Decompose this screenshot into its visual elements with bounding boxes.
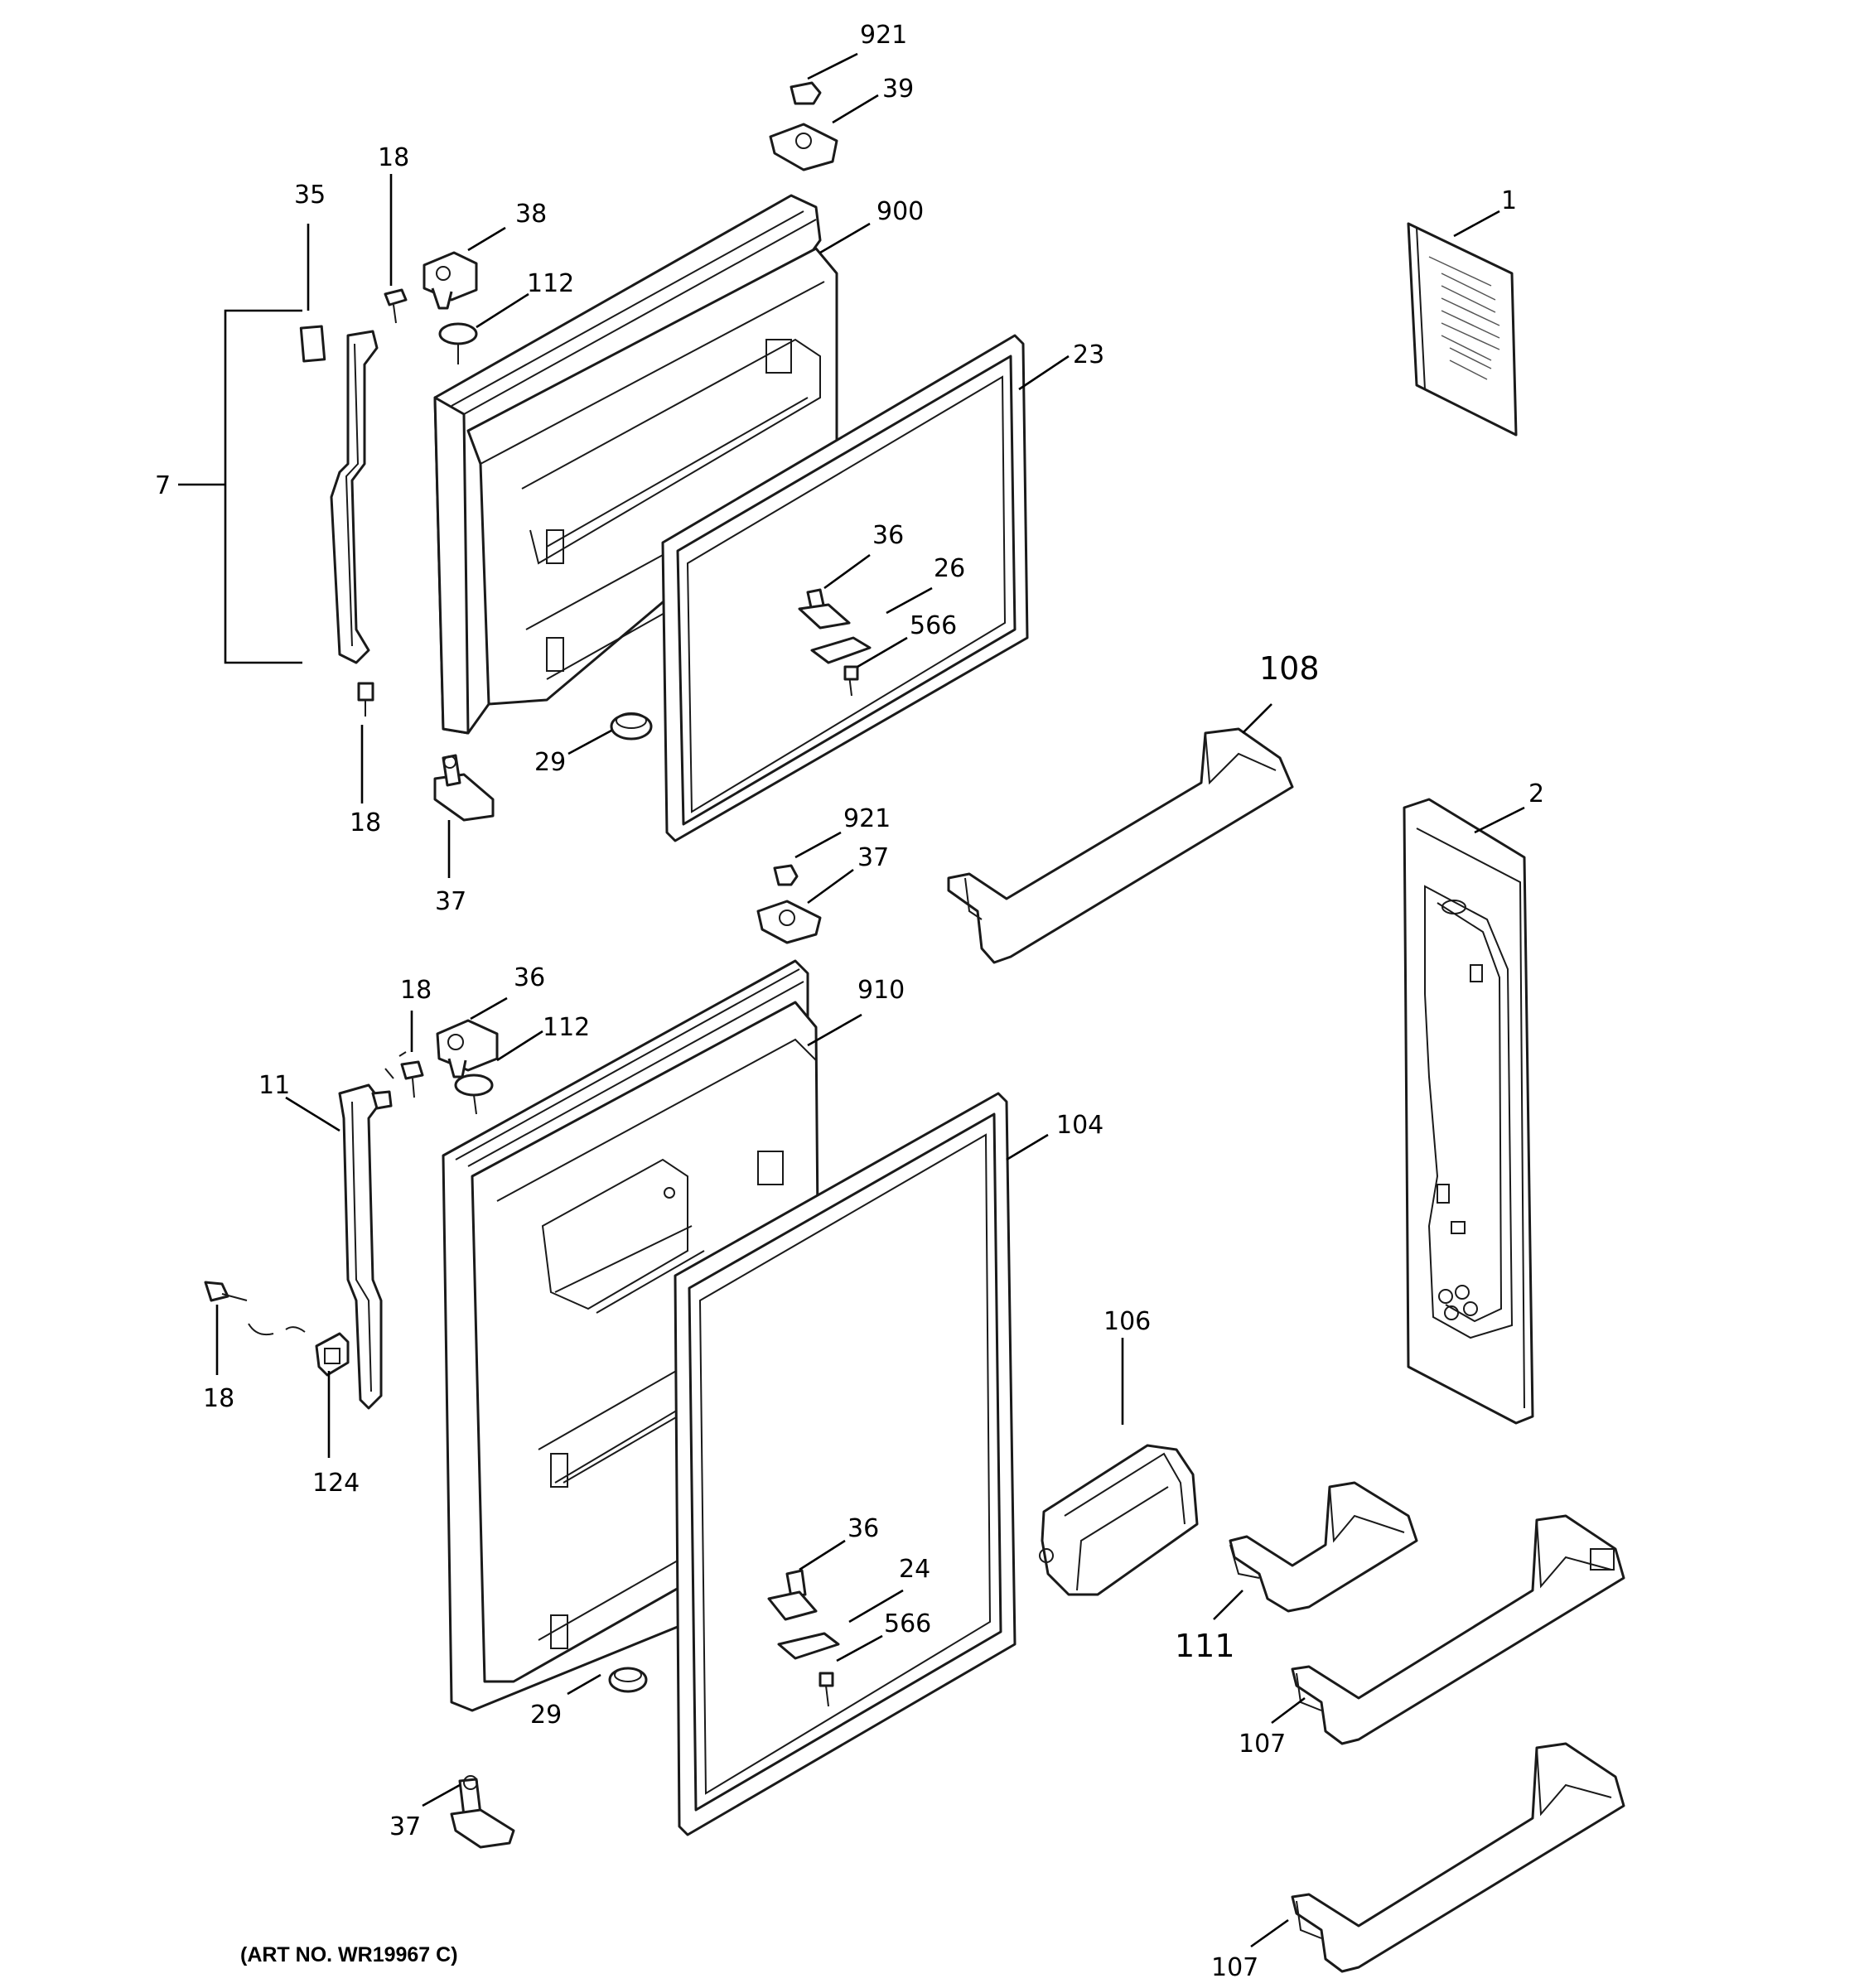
callout-566-b: 566 [884, 1609, 931, 1638]
hinge-39-top [769, 123, 838, 171]
plug-124 [315, 1332, 350, 1377]
freezer-door-gasket [661, 334, 1029, 842]
callout-36-b: 36 [514, 963, 545, 992]
screw-18-upper [384, 288, 408, 324]
door-liner-panel-2 [1403, 798, 1534, 1425]
callout-108: 108 [1259, 650, 1320, 687]
spacer-112-upper [438, 322, 478, 364]
door-bin-111 [1229, 1481, 1418, 1613]
callout-24: 24 [899, 1555, 930, 1584]
callout-38: 38 [515, 200, 547, 229]
hinge-pin-36-mid [436, 1019, 499, 1078]
hinge-pin-38 [423, 251, 478, 310]
cap-921-mid [773, 864, 799, 886]
callout-104: 104 [1056, 1111, 1103, 1140]
callout-37-a: 37 [857, 843, 889, 872]
callout-11: 11 [258, 1071, 290, 1100]
callout-29-b: 29 [530, 1701, 562, 1730]
callout-23: 23 [1073, 340, 1104, 369]
callout-900: 900 [876, 197, 924, 226]
callout-111: 111 [1175, 1628, 1235, 1664]
callout-2: 2 [1528, 779, 1544, 808]
freezer-door-handle [299, 325, 379, 664]
hinge-parts-lower-center [767, 1569, 840, 1707]
spacer-112-mid [454, 1074, 494, 1115]
hinge-parts-upper-center [798, 588, 872, 697]
bushing-29-lower [608, 1667, 648, 1693]
fresh-food-door-handle [338, 1083, 393, 1410]
callout-106: 106 [1103, 1307, 1151, 1336]
callout-112-a: 112 [527, 269, 574, 298]
screw-18-lower-handle [204, 1281, 306, 1336]
mini-manual-1 [1407, 222, 1518, 437]
callout-36-c: 36 [847, 1514, 879, 1543]
door-bin-108 [947, 727, 1294, 964]
callout-107-b: 107 [1211, 1953, 1258, 1982]
callout-7: 7 [155, 471, 171, 500]
hinge-37-upper [433, 754, 495, 822]
callout-18-d: 18 [203, 1384, 234, 1413]
callout-37-b: 37 [435, 887, 466, 916]
callout-36-a: 36 [872, 521, 904, 550]
callout-1: 1 [1501, 186, 1517, 215]
leader-lines [215, 52, 1525, 1948]
callout-37-c: 37 [389, 1812, 421, 1841]
callout-35: 35 [294, 181, 326, 210]
callout-29-a: 29 [534, 748, 566, 777]
callout-labels: 921 39 18 35 38 900 1 112 23 7 36 26 566… [155, 21, 1544, 1982]
callout-18-a: 18 [378, 143, 409, 172]
callout-921-mid: 921 [843, 804, 891, 833]
door-bin-107-lower [1291, 1742, 1625, 1973]
callout-26: 26 [934, 554, 965, 583]
screw-18-mid [384, 1051, 424, 1098]
art-number-label: (ART NO. WR19967 C) [240, 1943, 458, 1966]
hinge-37-bottom [450, 1775, 515, 1849]
callout-921-top: 921 [860, 21, 907, 50]
callout-107-a: 107 [1239, 1730, 1286, 1759]
callout-18-b: 18 [350, 808, 381, 837]
screw-18-lower-left [357, 682, 374, 717]
bushing-29-upper [610, 712, 653, 741]
fresh-food-door-gasket [674, 1092, 1017, 1836]
callout-18-c: 18 [400, 976, 432, 1005]
dairy-cover-106 [1039, 1444, 1199, 1596]
hinge-37-mid [756, 900, 822, 944]
callout-124: 124 [312, 1469, 360, 1498]
cap-921-top [790, 81, 822, 105]
callout-39: 39 [882, 75, 914, 104]
callout-566-a: 566 [910, 611, 957, 640]
callout-112-b: 112 [543, 1013, 590, 1042]
callout-910: 910 [857, 976, 905, 1005]
